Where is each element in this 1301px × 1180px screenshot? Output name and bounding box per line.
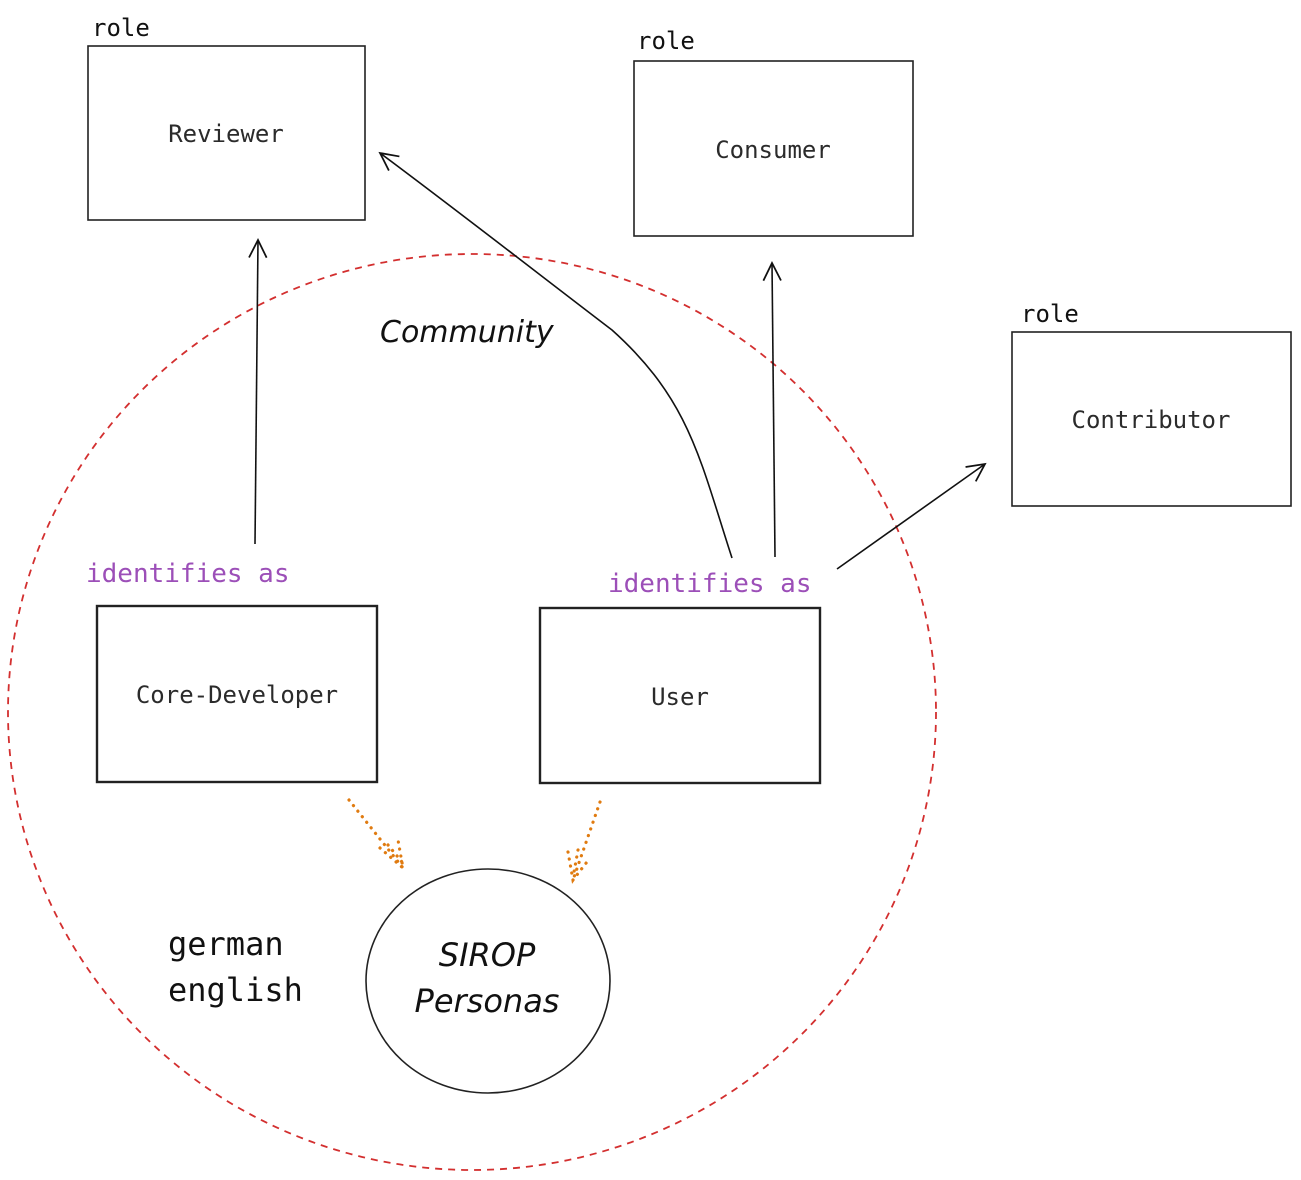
role-tag: role — [637, 27, 695, 55]
arrow-core-developer-to-reviewer — [248, 238, 268, 545]
core-developer-label: Core-Developer — [136, 681, 338, 709]
arrow-user-to-reviewer — [378, 151, 733, 559]
reviewer-label: Reviewer — [168, 120, 284, 148]
identifies-as-label-user: identifies as — [608, 569, 812, 599]
persona-arrow-from-core-developer — [347, 798, 406, 873]
arrow-user-to-consumer — [762, 261, 782, 558]
identifies-as-label-core-developer: identifies as — [86, 559, 290, 589]
core-developer-box — [95, 604, 379, 784]
consumer-box — [633, 60, 914, 237]
actor-core-developer: Core-Developer — [95, 604, 379, 784]
role-consumer: role Consumer — [633, 27, 914, 237]
user-box — [538, 606, 822, 785]
role-tag: role — [1021, 300, 1079, 328]
personas-title: SIROP — [439, 936, 536, 974]
role-reviewer: role Reviewer — [87, 14, 366, 221]
language-english: english — [168, 971, 303, 1009]
contributor-label: Contributor — [1072, 406, 1231, 434]
actor-user: User — [538, 606, 822, 785]
community-boundary — [7, 253, 937, 1171]
reviewer-box — [87, 45, 366, 221]
personas-subtitle: Personas — [415, 982, 560, 1020]
language-german: german — [168, 925, 284, 963]
personas-circle — [365, 868, 611, 1094]
role-tag: role — [92, 14, 150, 42]
contributor-box — [1011, 331, 1292, 507]
persona-arrow-from-user — [566, 800, 602, 884]
community-label: Community — [380, 315, 555, 350]
arrow-user-to-contributor — [836, 462, 987, 570]
consumer-label: Consumer — [715, 136, 831, 164]
sirop-personas: SIROP Personas — [365, 868, 611, 1094]
role-contributor: role Contributor — [1011, 300, 1292, 507]
user-label: User — [651, 683, 709, 711]
